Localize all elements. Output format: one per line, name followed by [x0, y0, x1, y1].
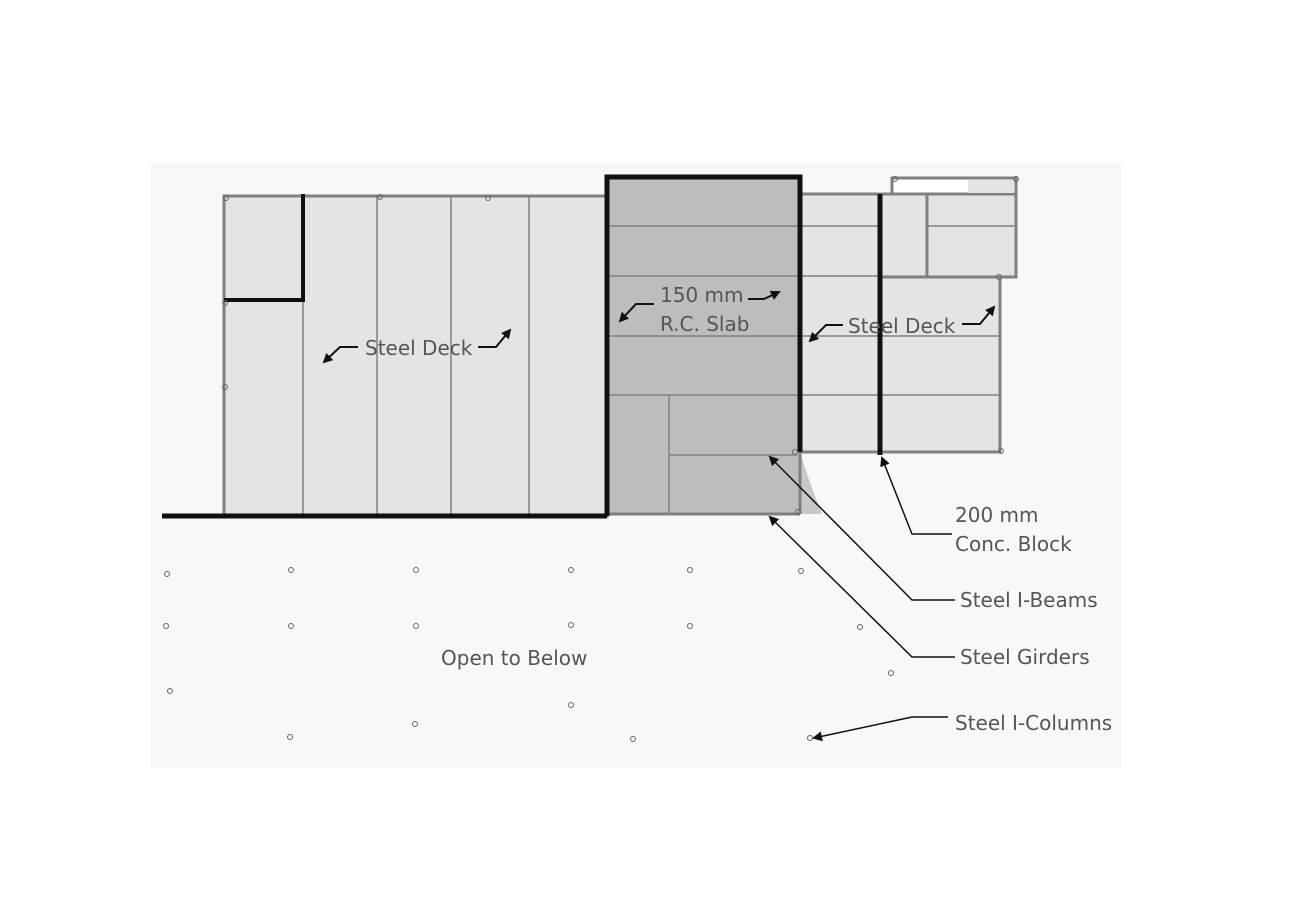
label-conc-block: Conc. Block	[955, 532, 1072, 556]
concrete-walls	[162, 174, 803, 519]
leader-lines	[768, 455, 955, 742]
rc-slab-area	[607, 177, 1000, 516]
concrete-block-wall	[224, 194, 305, 302]
label-open-to-below: Open to Below	[441, 646, 587, 670]
label-steel-deck-right: Steel Deck	[848, 314, 956, 338]
label-steel-i-beams: Steel I-Beams	[960, 588, 1098, 612]
label-steel-girders: Steel Girders	[960, 645, 1090, 669]
label-arrows	[322, 290, 996, 364]
label-steel-i-columns: Steel I-Columns	[955, 711, 1112, 735]
label-rc-slab: R.C. Slab	[660, 312, 749, 336]
steel-columns	[163, 176, 1019, 742]
label-slab-thickness: 150 mm	[660, 283, 744, 307]
label-block-thickness: 200 mm	[955, 503, 1039, 527]
left-steel-deck-area	[222, 194, 609, 518]
label-steel-deck-left: Steel Deck	[365, 336, 473, 360]
